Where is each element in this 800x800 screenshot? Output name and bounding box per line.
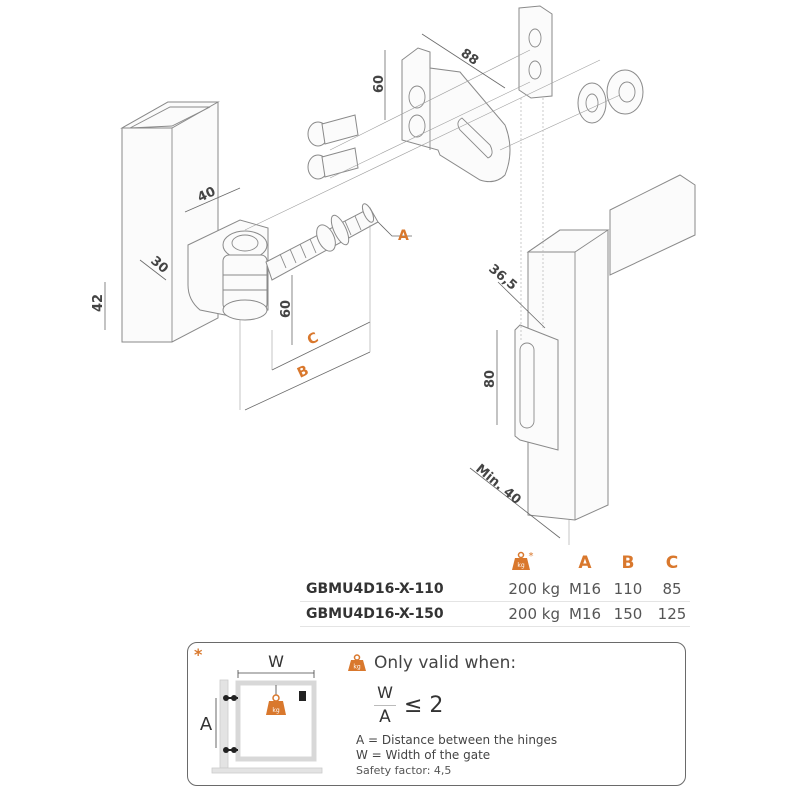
dim-plate-height: 80 [483,370,498,388]
weight-kg-icon: kg * [512,551,534,570]
gate-diagram: W A kg [200,652,323,774]
safety-factor: Safety factor: 4,5 [356,764,452,777]
header-b: B [621,553,635,573]
right-post [514,174,696,521]
nut-plate [518,5,553,99]
construction-lines [244,49,621,545]
gate-width-label: W [268,652,284,671]
formula-denominator: A [379,707,391,727]
hinge-icon [223,747,238,753]
threaded-rod [265,203,379,281]
fraction-bar [374,705,396,706]
valid-condition: kg Only valid when: [348,653,516,673]
dim-min-width: Min. 40 [472,462,523,508]
model-code: GBMU4D16-X-110 [306,581,444,597]
legend-w: W = Width of the gate [356,748,491,762]
header-a: A [578,553,592,573]
hinge-distance-label: A [200,714,213,735]
dim-hinge-height: 60 [279,300,294,318]
load-value: 200 kg [508,605,560,623]
washer-nut [577,69,644,124]
table-row: GBMU4D16-X-150 200 kg M16 150 125 [300,602,690,627]
dim-label-c: C [305,330,321,349]
header-c: C [665,553,679,573]
hinge-body [187,219,269,321]
note-asterisk: * [194,645,203,664]
model-code: GBMU4D16-X-150 [306,606,444,622]
load-value: 200 kg [508,580,560,598]
dim-bracket-length: 88 [458,46,481,69]
dim-post-height: 42 [91,294,106,312]
legend-a: A = Distance between the hinges [356,733,558,747]
dimension-lines [104,33,561,539]
weight-kg-icon: kg [348,654,366,671]
svg-text:kg: kg [517,562,524,569]
spec-table: kg * A B C GBMU4D16-X-110 200 kg M16 110… [300,551,690,627]
value-b: 110 [613,580,643,598]
formula-numerator: W [377,683,393,702]
valid-text: Only valid when: [374,653,517,673]
weight-kg-icon: kg [266,685,286,715]
legend: A = Distance between the hinges W = Widt… [356,733,557,778]
load-condition-note: * W A kg kg Only valid when: W A ≤ 2 [187,642,686,786]
dim-bracket-height: 60 [372,75,387,93]
screws [307,114,359,180]
hinge-icon [223,695,238,701]
dim-label-a: A [398,228,409,244]
svg-text:kg: kg [353,664,360,671]
table-row: GBMU4D16-X-110 200 kg M16 110 85 [300,577,690,602]
ratio-formula: W A ≤ 2 [374,683,474,731]
dim-label-b: B [295,363,311,382]
bracket [401,47,511,183]
latch-icon [299,691,306,701]
spec-table-header: kg * A B C [300,551,690,577]
formula-relation: ≤ 2 [404,693,444,718]
dim-post-width: 40 [195,184,218,205]
dim-plate-offset: 36,5 [485,262,519,294]
value-c: 85 [662,580,682,598]
svg-text:kg: kg [272,707,279,714]
value-b: 150 [613,605,643,623]
value-c: 125 [657,605,687,623]
value-a: M16 [568,580,602,598]
value-a: M16 [568,605,602,623]
svg-text:*: * [529,551,534,562]
